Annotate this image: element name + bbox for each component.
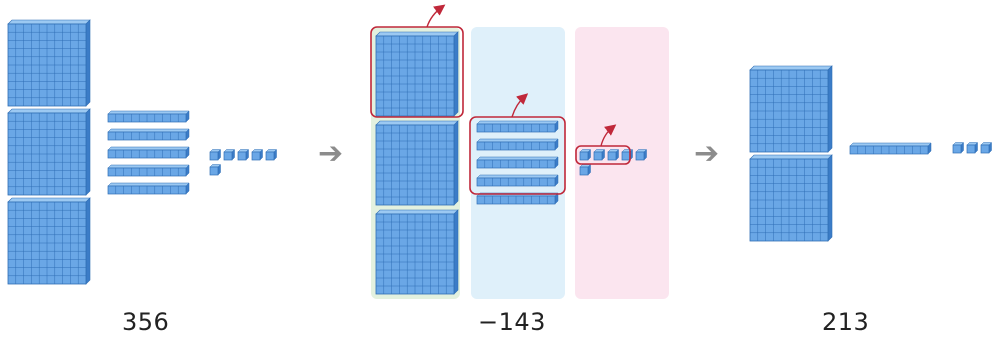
- hundred-block: [375, 209, 459, 295]
- hundred-block: [7, 19, 91, 107]
- ten-rod: [476, 138, 559, 151]
- ten-rod: [107, 164, 190, 177]
- one-cube: [209, 163, 222, 176]
- hundred-block: [7, 108, 91, 196]
- ten-rod: [476, 156, 559, 169]
- ten-rod: [107, 110, 190, 123]
- one-cube: [251, 148, 264, 161]
- second-arrow-icon: ➔: [694, 136, 720, 171]
- hundred-block: [375, 120, 459, 206]
- one-cube: [952, 141, 965, 154]
- ten-rod: [476, 120, 559, 133]
- one-cube: [209, 148, 222, 161]
- ten-rod: [849, 142, 932, 155]
- ten-rod: [107, 128, 190, 141]
- removed-ones-outline: [575, 145, 631, 165]
- one-cube: [607, 148, 620, 161]
- ten-rod: [107, 146, 190, 159]
- first-arrow-icon: ➔: [318, 136, 344, 171]
- ten-rod: [107, 182, 190, 195]
- one-cube: [223, 148, 236, 161]
- one-cube: [966, 141, 979, 154]
- one-cube: [980, 141, 992, 154]
- one-cube: [579, 163, 592, 176]
- take-away-arrow-hundreds: [426, 4, 446, 28]
- one-cube: [237, 148, 250, 161]
- take-away-arrow-tens: [511, 93, 529, 118]
- subtrahend-label: −143: [478, 308, 546, 336]
- removed-hundred-outline: [370, 26, 464, 118]
- one-cube: [635, 148, 648, 161]
- one-cube: [593, 148, 606, 161]
- hundred-block: [375, 31, 459, 117]
- hundred-block: [749, 154, 833, 242]
- result-number-label: 213: [822, 308, 870, 336]
- start-number-label: 356: [122, 308, 170, 336]
- one-cube: [579, 148, 592, 161]
- ten-rod: [476, 174, 559, 187]
- hundred-block: [7, 197, 91, 285]
- one-cube: [621, 148, 634, 161]
- ones-column-bg: [575, 27, 669, 299]
- take-away-arrow-ones: [600, 124, 617, 147]
- hundred-block: [749, 65, 833, 153]
- one-cube: [265, 148, 278, 161]
- removed-tens-outline: [469, 116, 566, 195]
